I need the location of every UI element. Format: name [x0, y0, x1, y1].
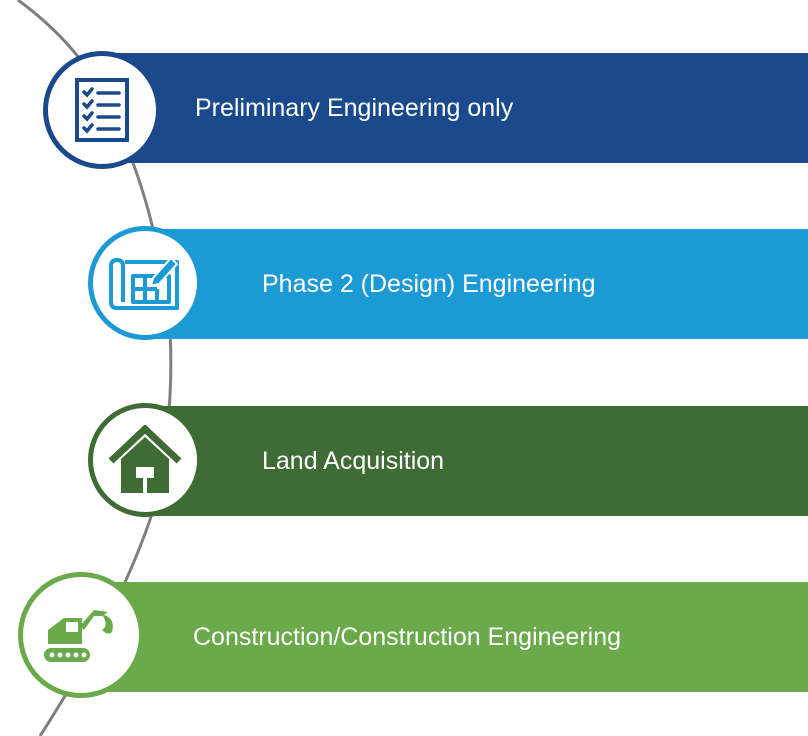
step-circle-land	[88, 403, 202, 517]
blueprint-icon	[109, 256, 179, 310]
excavator-icon	[44, 610, 113, 662]
step-bar-preliminary: Preliminary Engineering only	[90, 53, 808, 163]
step-label-preliminary: Preliminary Engineering only	[195, 93, 514, 122]
step-circle-preliminary	[43, 51, 161, 169]
step-bar-land: Land Acquisition	[140, 406, 808, 516]
step-bar-design: Phase 2 (Design) Engineering	[140, 229, 808, 339]
checklist-icon	[75, 78, 129, 142]
step-bar-construction: Construction/Construction Engineering	[90, 582, 808, 692]
step-circle-design	[88, 226, 202, 340]
house-icon	[108, 425, 182, 493]
step-label-land: Land Acquisition	[262, 446, 445, 475]
step-label-design: Phase 2 (Design) Engineering	[262, 269, 596, 298]
step-circle-construction	[18, 572, 144, 698]
step-label-construction: Construction/Construction Engineering	[193, 622, 622, 651]
